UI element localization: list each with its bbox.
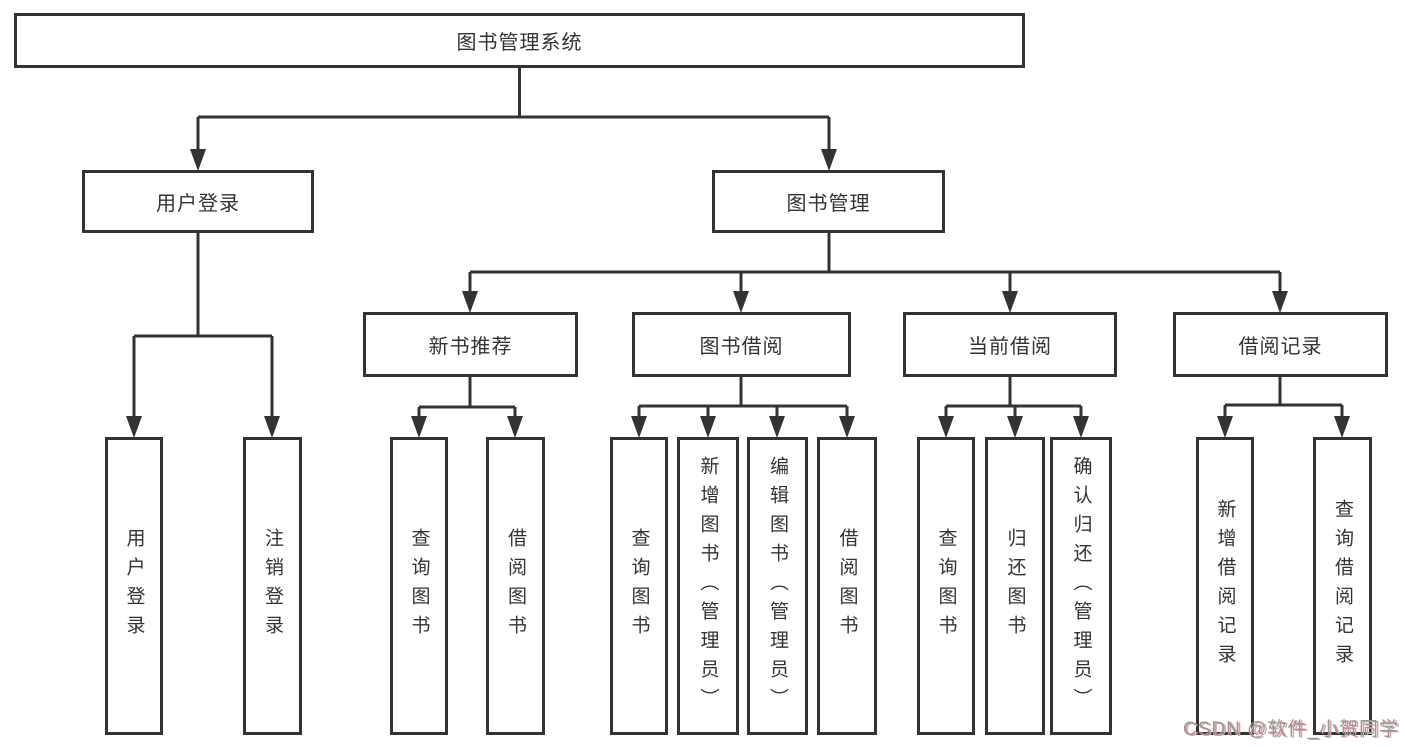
node-label: 借阅图书 <box>836 528 858 644</box>
leaf-confirm-return-admin: 确认归还（管理员） <box>1050 437 1112 735</box>
node-label: 注销登录 <box>262 528 283 644</box>
leaf-logout: 注销登录 <box>243 437 302 735</box>
node-label: 图书管理 <box>786 193 871 215</box>
node-label: 确认归还（管理员） <box>1070 455 1092 717</box>
connector-current-borrow-to-children <box>944 377 1083 418</box>
leaf-add-borrow-record: 新增借阅记录 <box>1196 437 1254 735</box>
node-book-borrowing: 图书借阅 <box>632 312 851 377</box>
node-label: 新增借阅记录 <box>1214 499 1236 673</box>
node-label: 用户登录 <box>123 528 145 644</box>
leaf-query-borrow-record: 查询借阅记录 <box>1313 437 1372 735</box>
node-label: 借阅图书 <box>505 528 526 644</box>
leaf-borrow-books-2: 借阅图书 <box>817 437 877 735</box>
node-label: 图书管理系统 <box>456 32 583 54</box>
node-label: 查询借阅记录 <box>1332 499 1353 673</box>
leaf-query-books-3: 查询图书 <box>917 437 975 735</box>
node-label: 编辑图书（管理员） <box>767 455 788 717</box>
node-label: 查询图书 <box>935 528 957 644</box>
node-library-system: 图书管理系统 <box>14 13 1025 68</box>
leaf-add-books-admin: 新增图书（管理员） <box>677 437 739 735</box>
csdn-watermark: CSDN @软件_小贺同学 <box>1183 719 1399 740</box>
node-label: 用户登录 <box>156 193 240 215</box>
node-borrowing-records: 借阅记录 <box>1173 312 1388 377</box>
connector-book-borrow-to-children <box>637 377 849 418</box>
node-new-book-recommend: 新书推荐 <box>363 312 578 377</box>
leaf-return-books: 归还图书 <box>985 437 1045 735</box>
node-label: 当前借阅 <box>968 336 1052 358</box>
leaf-query-books-2: 查询图书 <box>610 437 668 735</box>
leaf-edit-books-admin: 编辑图书（管理员） <box>747 437 808 735</box>
node-label: 借阅记录 <box>1238 336 1323 358</box>
arrowheads <box>126 149 1350 438</box>
connector-new-book-to-children <box>417 377 517 418</box>
node-label: 查询图书 <box>408 528 430 644</box>
node-label: 新增图书（管理员） <box>697 455 719 717</box>
connector-book-mgmt-to-level3 <box>468 233 1282 293</box>
connector-user-login-to-children <box>132 233 274 418</box>
node-label: 图书借阅 <box>699 336 784 358</box>
node-label: 查询图书 <box>628 528 650 644</box>
node-book-management: 图书管理 <box>712 170 945 233</box>
leaf-query-books-1: 查询图书 <box>390 437 448 735</box>
node-label: 新书推荐 <box>428 336 513 358</box>
leaf-user-login: 用户登录 <box>105 437 163 735</box>
connector-root-to-level2 <box>196 68 831 151</box>
node-current-borrowing: 当前借阅 <box>903 312 1117 377</box>
node-label: 归还图书 <box>1004 528 1026 644</box>
connector-borrow-record-to-children <box>1223 377 1344 418</box>
node-user-login: 用户登录 <box>82 170 314 233</box>
leaf-borrow-books-1: 借阅图书 <box>486 437 545 735</box>
